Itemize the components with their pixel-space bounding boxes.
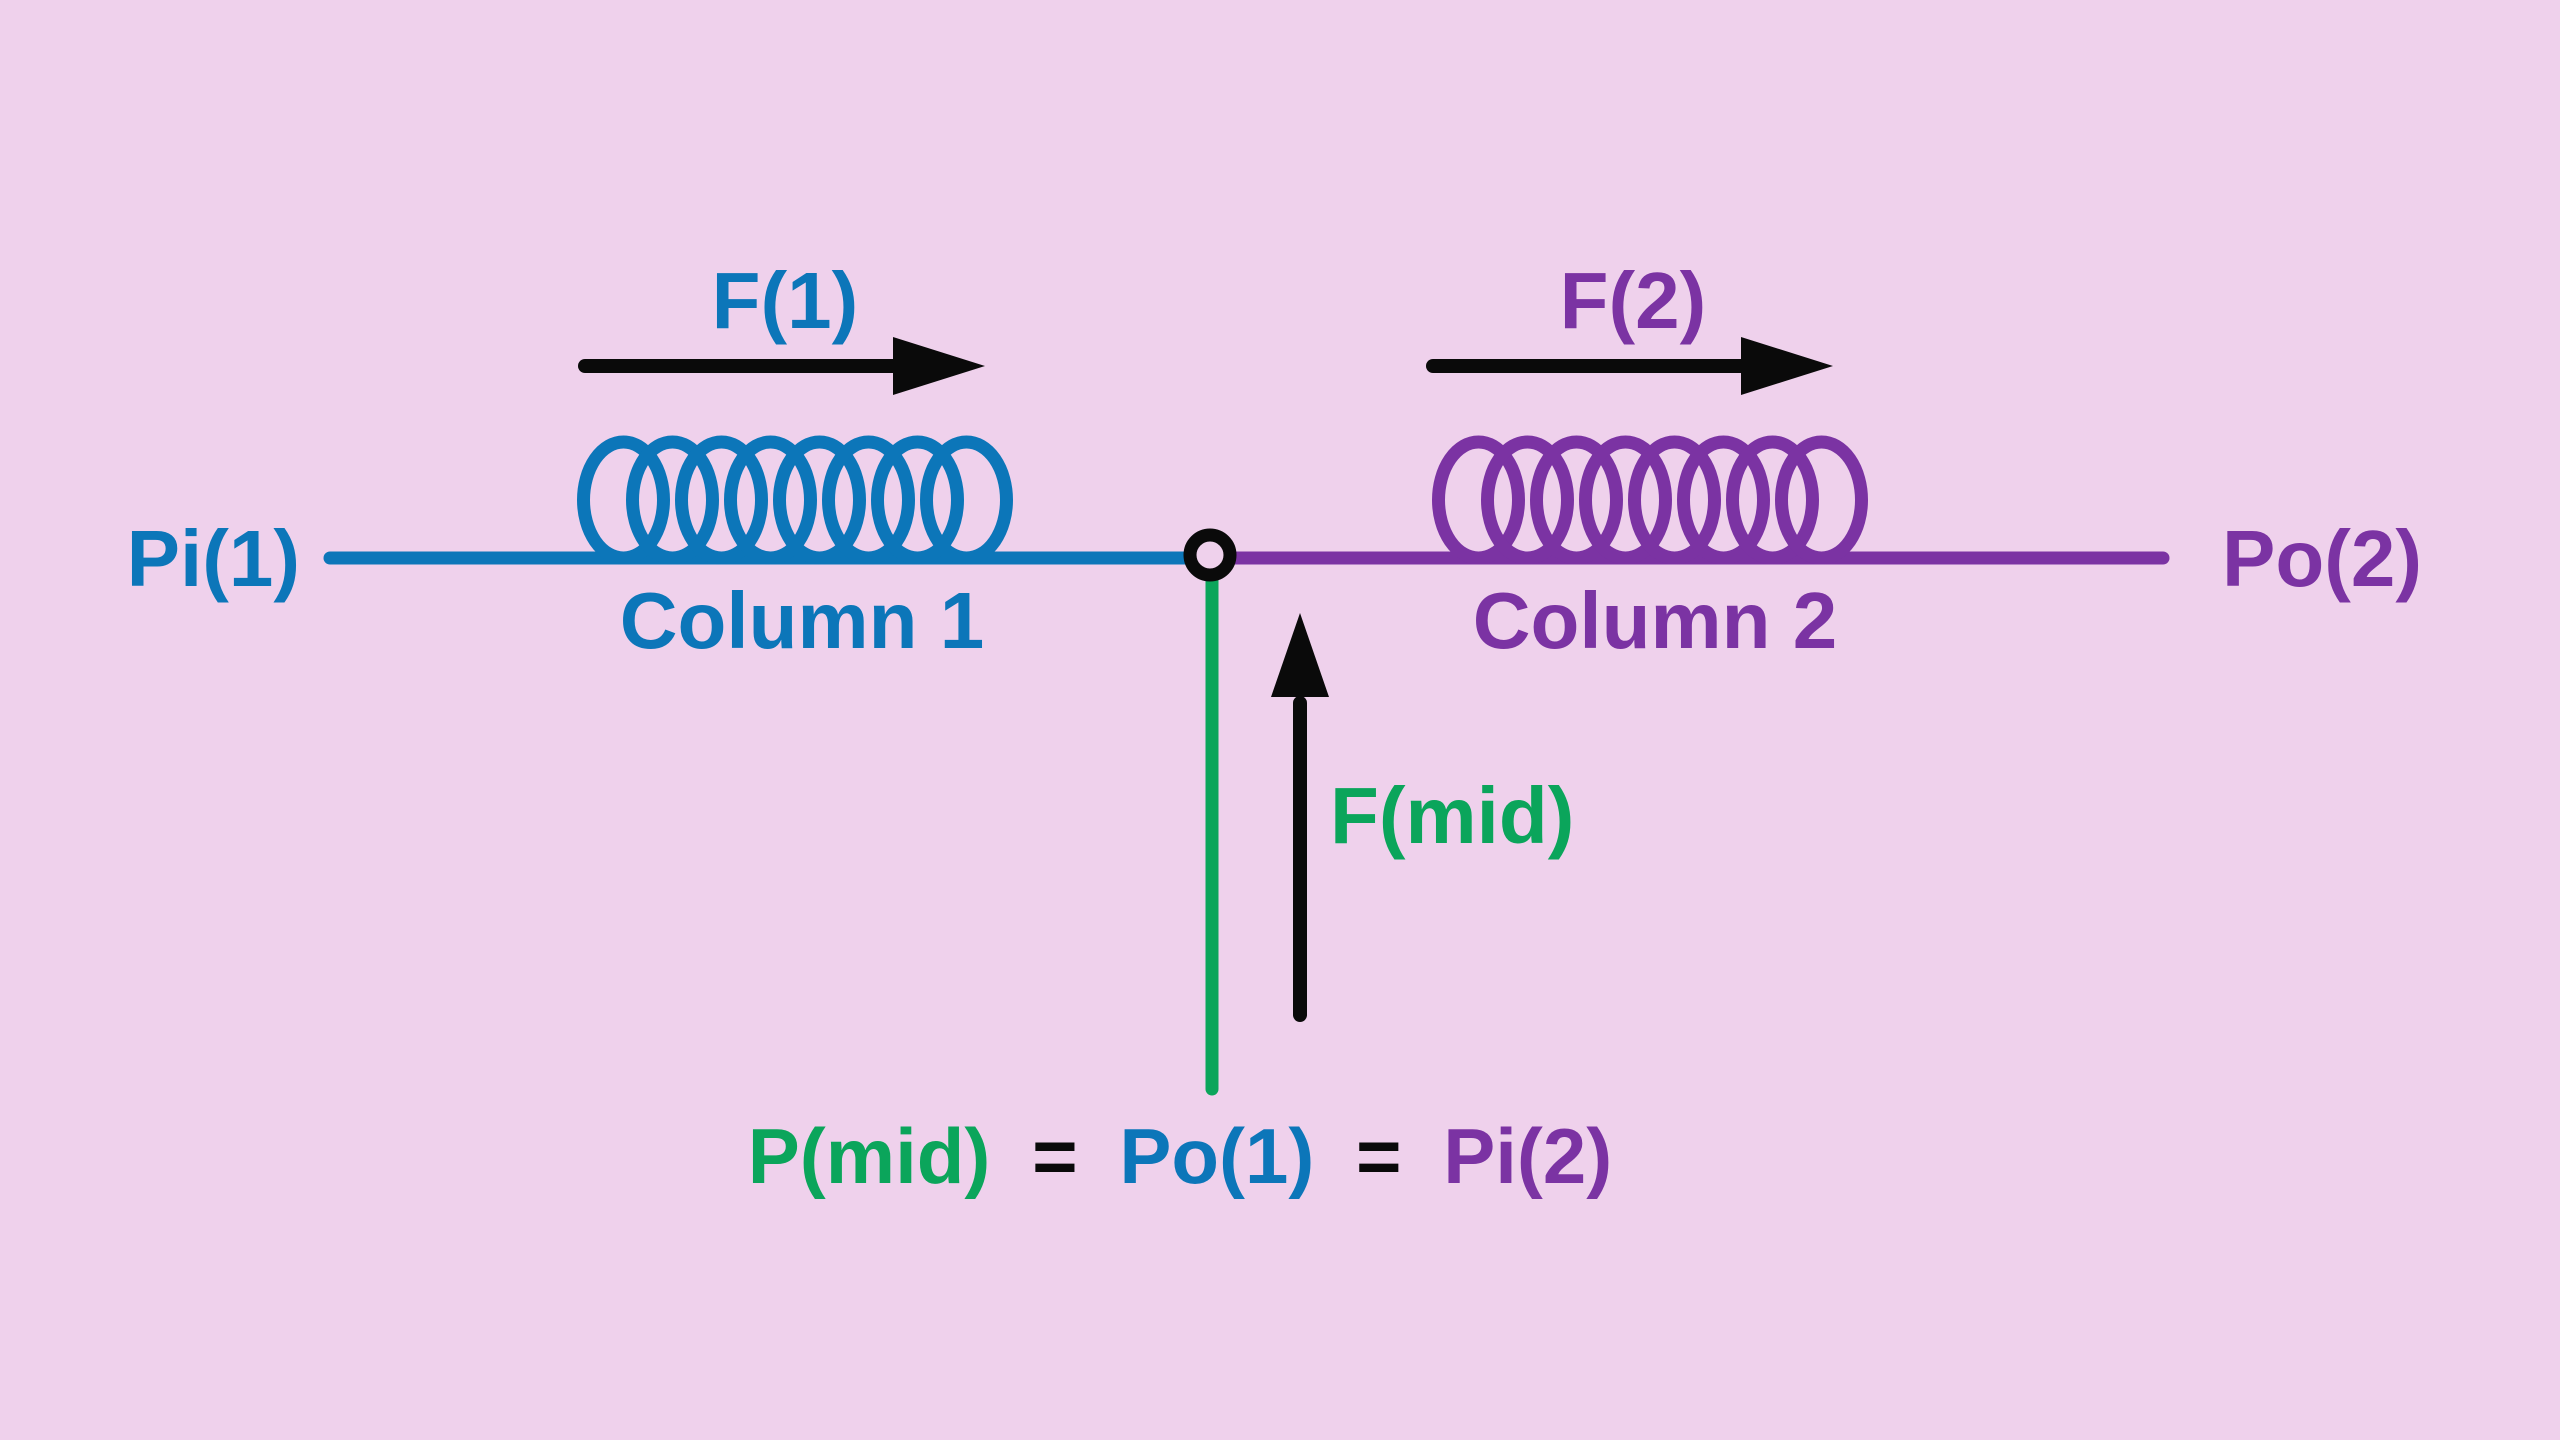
- pressure-in-1-label: Pi(1): [127, 514, 300, 603]
- equation-p-mid: P(mid): [748, 1112, 991, 1200]
- equation-equals-2: =: [1356, 1112, 1402, 1200]
- force-2-label: F(2): [1560, 256, 1707, 345]
- pressure-out-2-label: Po(2): [2222, 514, 2422, 603]
- spring-coil-1: [577, 435, 1013, 565]
- column-2-label: Column 2: [1473, 576, 1837, 665]
- force2-arrow-icon: [1426, 337, 1833, 395]
- force-1-label: F(1): [712, 256, 859, 345]
- force-mid-label: F(mid): [1330, 771, 1574, 860]
- equation-pi-2: Pi(2): [1443, 1112, 1612, 1200]
- pressure-equation: P(mid) = Po(1) = Pi(2): [748, 1112, 1613, 1200]
- force-mid-arrow-icon: [1271, 613, 1329, 1022]
- spring-coil-2: [1432, 435, 1868, 565]
- column-1-label: Column 1: [620, 576, 984, 665]
- equation-equals-1: =: [1032, 1112, 1078, 1200]
- midpoint-node-icon: [1183, 528, 1237, 582]
- equation-po-1: Po(1): [1119, 1112, 1314, 1200]
- force1-arrow-icon: [578, 337, 985, 395]
